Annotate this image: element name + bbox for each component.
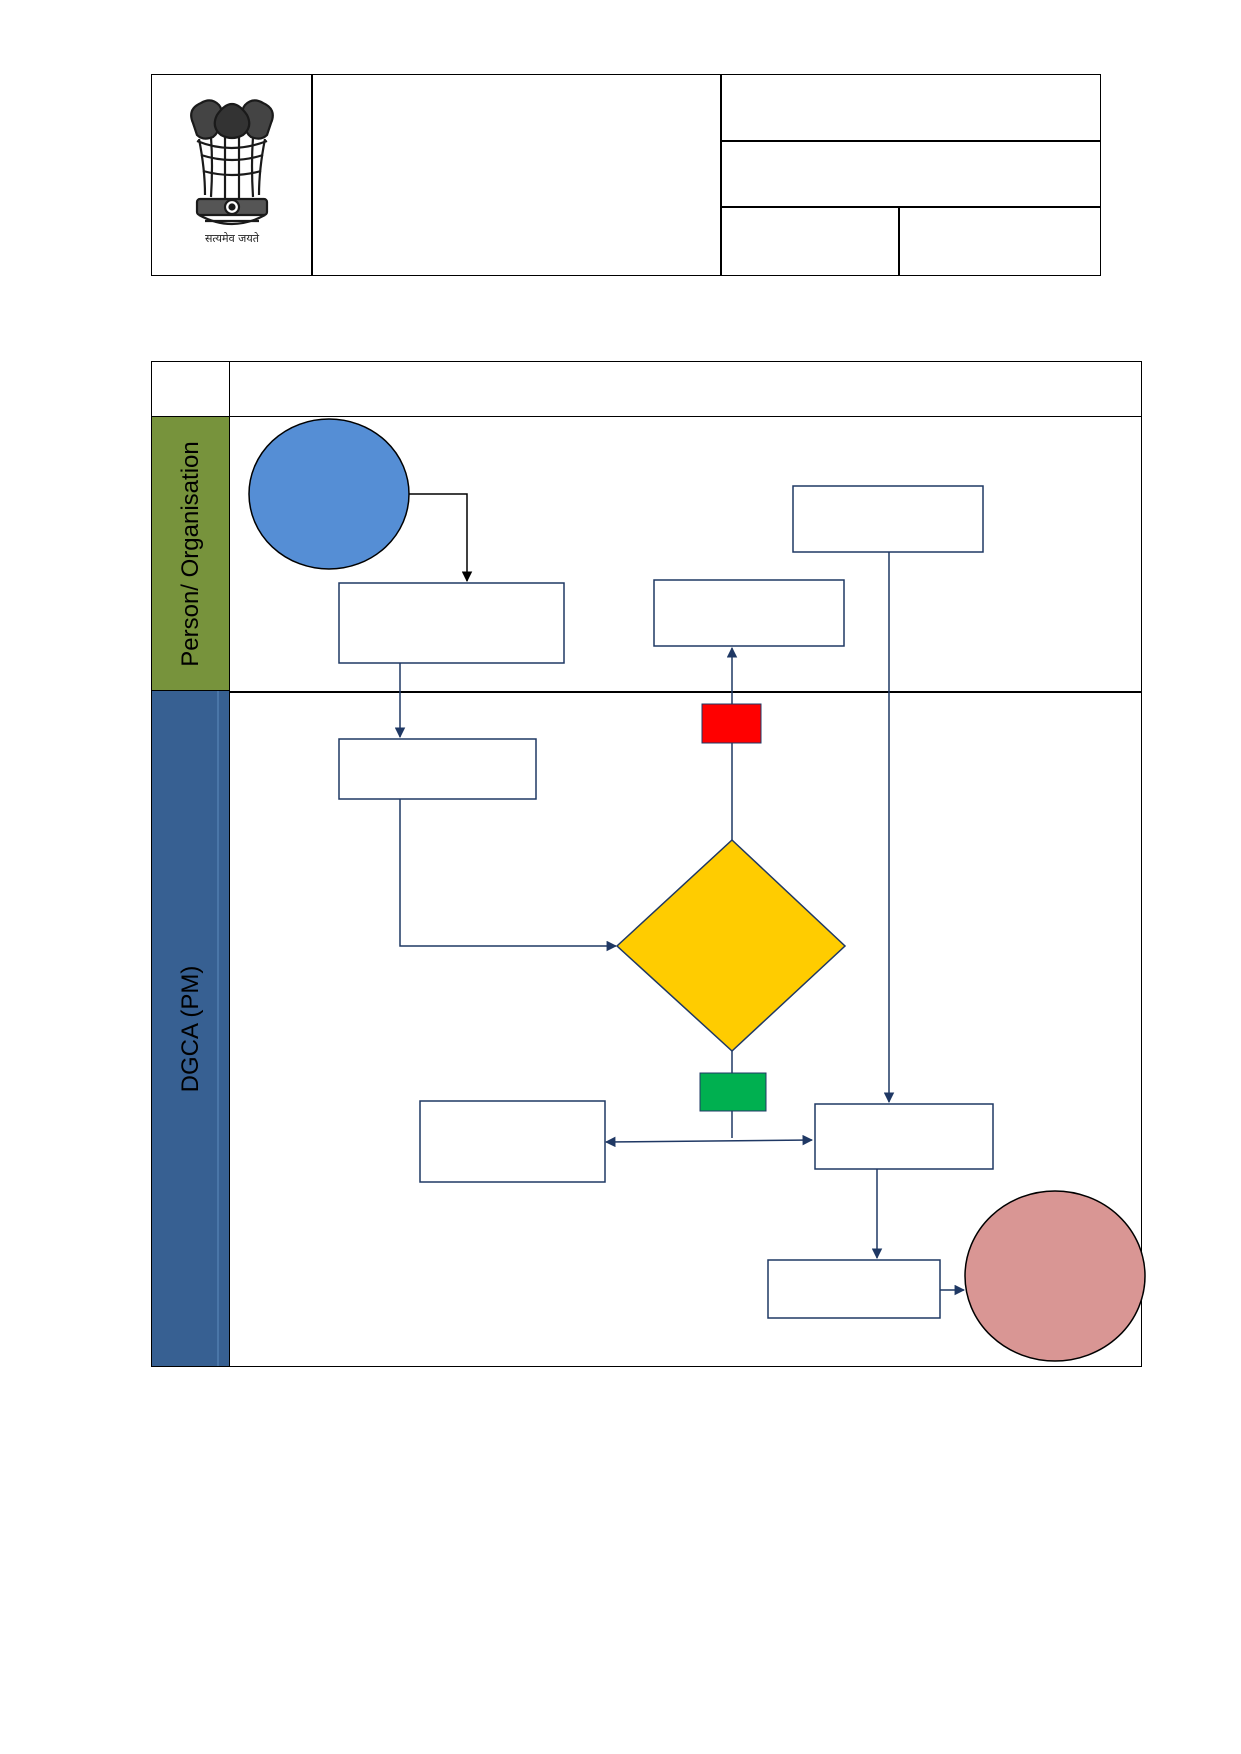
- swimlane-diagram: Person/ Organisation DGCA (PM): [151, 361, 1142, 1367]
- document-header-table: सत्यमेव जयते: [151, 74, 1101, 276]
- process-box-approve: [814, 1103, 994, 1170]
- process-box-rectify: [653, 579, 845, 647]
- header-divider: [720, 75, 722, 275]
- process-box-resubmit: [792, 485, 984, 553]
- swimlane-header-corner: [152, 362, 230, 416]
- header-divider: [311, 75, 313, 275]
- connector-review-to-decision: [399, 799, 618, 952]
- process-box-issue: [767, 1259, 941, 1319]
- header-divider: [720, 206, 1100, 208]
- swimlane-header-row: [152, 362, 1141, 417]
- end-node: [964, 1190, 1146, 1362]
- process-box-review: [338, 738, 537, 800]
- no-tag: [701, 703, 762, 744]
- lane-label-dgca: DGCA (PM): [152, 691, 230, 1366]
- header-divider: [720, 140, 1100, 142]
- connector-yes-branch: [604, 1134, 814, 1148]
- lane-label-person-organisation: Person/ Organisation: [152, 417, 230, 691]
- national-emblem-logo: [190, 99, 274, 225]
- process-box-application: [338, 582, 565, 664]
- lane-divider: [230, 691, 1141, 693]
- lane-stripe: [217, 691, 219, 1366]
- emblem-motto: सत्यमेव जयते: [204, 232, 259, 245]
- connector-start-to-application: [409, 493, 473, 583]
- decision-diamond: [615, 838, 847, 1053]
- process-box-record: [419, 1100, 606, 1183]
- start-node: [248, 418, 410, 570]
- yes-tag: [699, 1072, 767, 1112]
- header-divider: [898, 206, 900, 275]
